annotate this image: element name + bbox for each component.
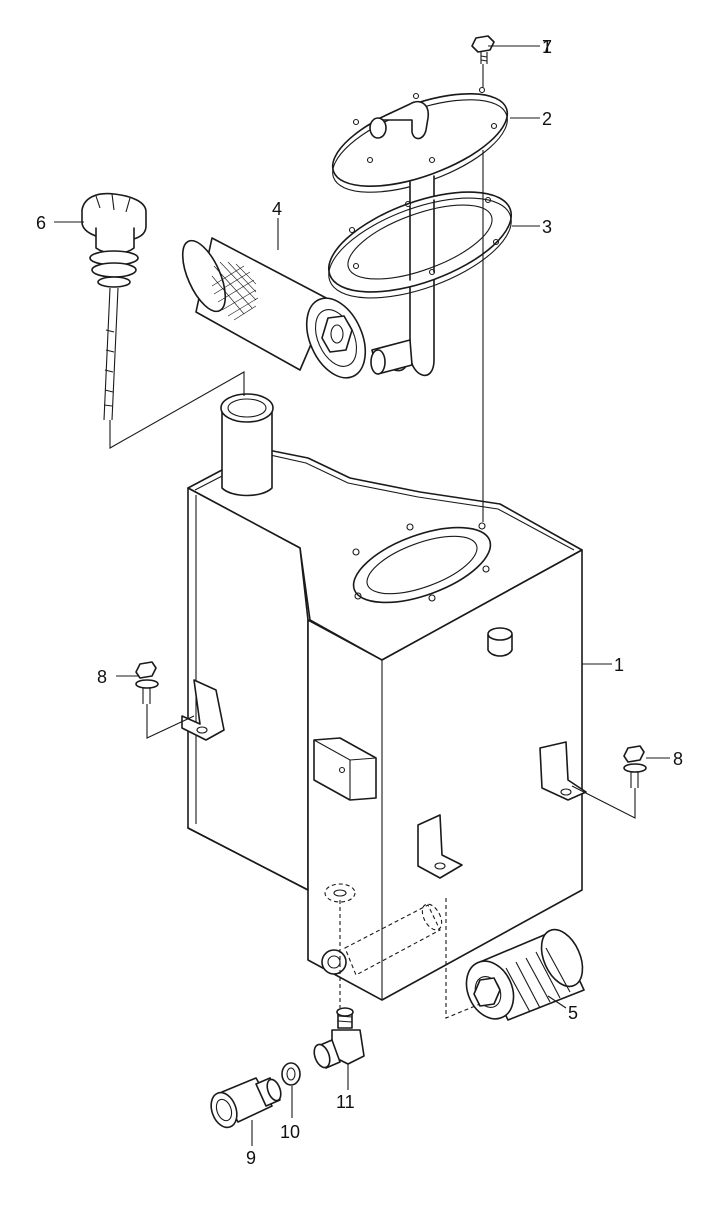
leader-lines (54, 45, 670, 1146)
callout-3: 3 (542, 217, 552, 237)
filler-cap-with-dipstick (81, 192, 147, 421)
callout-5: 5 (568, 1003, 578, 1023)
callout-2: 2 (542, 109, 552, 129)
callout-4: 4 (272, 199, 282, 219)
cover-bolt (471, 35, 495, 64)
callout-8-left: 8 (97, 667, 107, 687)
callout-labels: 1 1 2 3 4 5 6 7 8 8 9 10 11 (36, 37, 683, 1168)
sealing-washer (281, 1062, 301, 1086)
callout-10: 10 (280, 1122, 300, 1142)
callout-7: 1 (542, 37, 552, 57)
filter-mesh (211, 261, 259, 321)
bracket-bolt-right (623, 745, 647, 788)
assembly-lines (109, 64, 636, 1019)
callout-1: 1 (614, 655, 624, 675)
bracket-bolt-left (135, 661, 159, 704)
callout-7-label: 7 (542, 37, 552, 57)
callout-11: 11 (336, 1092, 355, 1112)
callout-8-right: 8 (673, 749, 683, 769)
hydraulic-tank (181, 393, 587, 1001)
callout-9: 9 (246, 1148, 256, 1168)
quick-coupling (210, 1077, 282, 1129)
return-filter-element (181, 237, 367, 379)
tank-gasket (327, 191, 513, 299)
callout-6: 6 (36, 213, 46, 233)
elbow-fitting (313, 1007, 365, 1069)
